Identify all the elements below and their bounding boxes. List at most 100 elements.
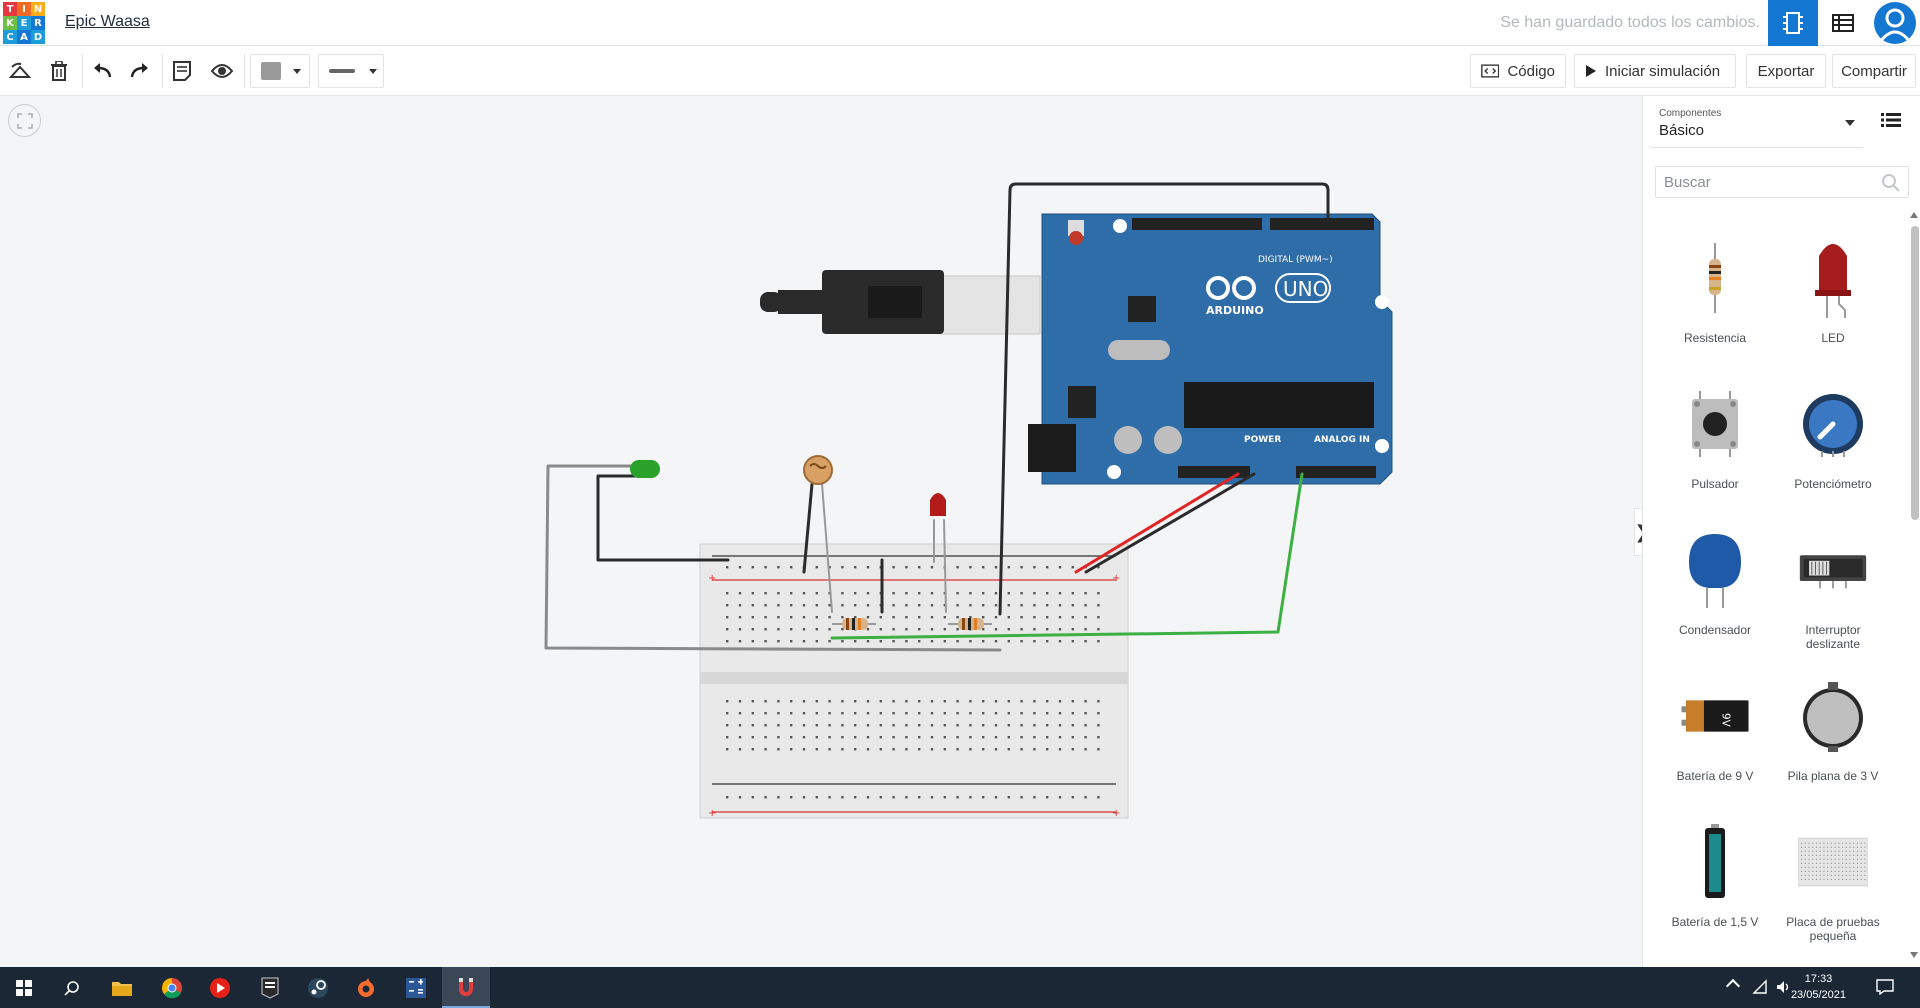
component-list-view-button[interactable] (1818, 0, 1868, 46)
breadboard-hole (1853, 846, 1855, 848)
tinkercad-logo[interactable]: T I N K E R C A D (3, 2, 45, 44)
breadboard-hole (994, 724, 998, 727)
breadboard-hole (879, 748, 882, 751)
breadboard-hole (1849, 842, 1851, 844)
resistor-2[interactable] (948, 618, 992, 630)
taskbar-search-button[interactable] (48, 967, 96, 1008)
taskbar-origin[interactable] (342, 967, 390, 1008)
resistor-1[interactable] (832, 618, 876, 630)
system-clock[interactable]: 17:33 23/05/2021 (1791, 971, 1846, 1003)
start-button[interactable] (0, 967, 48, 1008)
arduino-uno-board[interactable]: ARDUINO UNO DIGITAL (PWM~) POWER ANALOG … (1028, 213, 1393, 485)
breadboard-hole (1819, 874, 1821, 876)
breadboard[interactable]: + + + + (699, 543, 1129, 819)
panel-scrollbar[interactable] (1907, 210, 1920, 966)
breadboard-hole (1845, 842, 1847, 844)
component-resistor[interactable]: Resistencia (1660, 238, 1770, 378)
breadboard-hole (1856, 862, 1859, 864)
breadboard-hole (790, 700, 793, 703)
breadboard-hole (943, 712, 946, 715)
breadboard-hole (1849, 862, 1851, 864)
breadboard-hole (802, 640, 806, 643)
volume-icon[interactable] (1776, 979, 1792, 1000)
svg-text:+: + (708, 808, 716, 819)
wifi-icon[interactable] (1752, 979, 1768, 1000)
delete-button[interactable] (43, 56, 75, 86)
breadboard-hole (918, 640, 921, 643)
magnet-icon (459, 977, 473, 996)
component-potentiometer[interactable]: Potenciómetro (1778, 384, 1888, 524)
share-button[interactable]: Compartir (1832, 54, 1916, 88)
breadboard-hole (994, 566, 998, 569)
usb-cable[interactable] (760, 270, 1041, 335)
wire-type-dropdown[interactable] (318, 54, 384, 88)
panel-collapse-tab[interactable]: ❯ (1634, 508, 1642, 556)
breadboard-hole (1834, 874, 1836, 876)
component-slide-switch[interactable]: Interruptor deslizante (1778, 530, 1888, 670)
undo-button[interactable] (86, 56, 118, 86)
visibility-button[interactable] (206, 56, 238, 86)
taskbar-epic-games[interactable] (246, 967, 294, 1008)
component-battery-aa[interactable]: Batería de 1,5 V (1660, 822, 1770, 962)
taskbar-tinkercad-active[interactable] (442, 967, 490, 1008)
component-breadboard-small[interactable]: Placa de pruebas pequeña (1778, 822, 1888, 962)
scroll-thumb[interactable] (1911, 226, 1919, 520)
redo-button[interactable] (124, 56, 156, 86)
component-led[interactable]: LED (1778, 238, 1888, 378)
notifications-icon[interactable] (1876, 979, 1894, 1000)
breadboard-hole (802, 724, 806, 727)
logo-letter: A (17, 30, 31, 44)
breadboard-hole (1800, 854, 1803, 856)
breadboard-hole (1058, 700, 1062, 703)
breadboard-hole (1827, 862, 1829, 864)
taskbar-calculator[interactable] (392, 967, 440, 1008)
search-input[interactable] (1664, 171, 1864, 193)
taskbar-youtube[interactable] (196, 967, 244, 1008)
undo-icon (94, 63, 112, 78)
breadboard-hole (982, 796, 985, 799)
wires[interactable] (544, 182, 1330, 652)
project-title[interactable]: Epic Waasa (65, 13, 150, 30)
breadboard-hole (777, 566, 780, 569)
breadboard-hole (1849, 858, 1851, 860)
export-button[interactable]: Exportar (1746, 54, 1826, 88)
breadboard-hole (1841, 878, 1844, 881)
toolbar-divider (82, 54, 83, 88)
component-name: Batería de 9 V (1676, 769, 1754, 783)
fit-view-button[interactable] (8, 104, 41, 137)
breadboard-hole (1830, 850, 1832, 852)
user-avatar-button[interactable] (1870, 0, 1920, 46)
breadboard-hole (1838, 858, 1840, 860)
component-coin-cell[interactable]: Pila plana de 3 V (1778, 676, 1888, 816)
tray-chevron-up-icon[interactable] (1725, 978, 1741, 994)
components-dropdown[interactable]: Componentes Básico (1651, 102, 1863, 148)
start-simulation-button[interactable]: Iniciar simulación (1574, 54, 1736, 88)
circuit-canvas[interactable]: + + + + ARDUINO (0, 96, 1642, 967)
search-icon[interactable] (1882, 174, 1900, 192)
code-button[interactable]: Código (1470, 54, 1566, 88)
list-view-button[interactable] (1881, 112, 1903, 132)
taskbar-file-explorer[interactable] (98, 967, 146, 1008)
breadboard-hole (1838, 854, 1840, 856)
breadboard-hole (1808, 866, 1810, 868)
chevron-down-icon (1845, 120, 1855, 126)
component-battery-9v[interactable]: 9V Batería de 9 V (1660, 676, 1770, 816)
taskbar-steam[interactable] (294, 967, 342, 1008)
scroll-down-arrow[interactable] (1910, 952, 1918, 958)
led-red[interactable] (930, 493, 946, 516)
photoresistor[interactable] (803, 455, 833, 485)
component-search[interactable] (1655, 166, 1909, 198)
component-capacitor[interactable]: Condensador (1660, 530, 1770, 670)
taskbar-chrome[interactable] (148, 967, 196, 1008)
component-pushbutton[interactable]: Pulsador (1660, 384, 1770, 524)
scroll-up-arrow[interactable] (1910, 212, 1918, 218)
color-dropdown[interactable] (250, 54, 310, 88)
led-green[interactable] (630, 460, 660, 478)
notes-button[interactable] (166, 56, 198, 86)
breadboard-hole (1020, 736, 1023, 739)
breadboard-hole (1046, 700, 1049, 703)
circuit-view-button[interactable] (1768, 0, 1818, 46)
breadboard-hole (726, 592, 729, 595)
breadboard-hole (1808, 874, 1810, 876)
rotate-button[interactable] (4, 56, 36, 86)
